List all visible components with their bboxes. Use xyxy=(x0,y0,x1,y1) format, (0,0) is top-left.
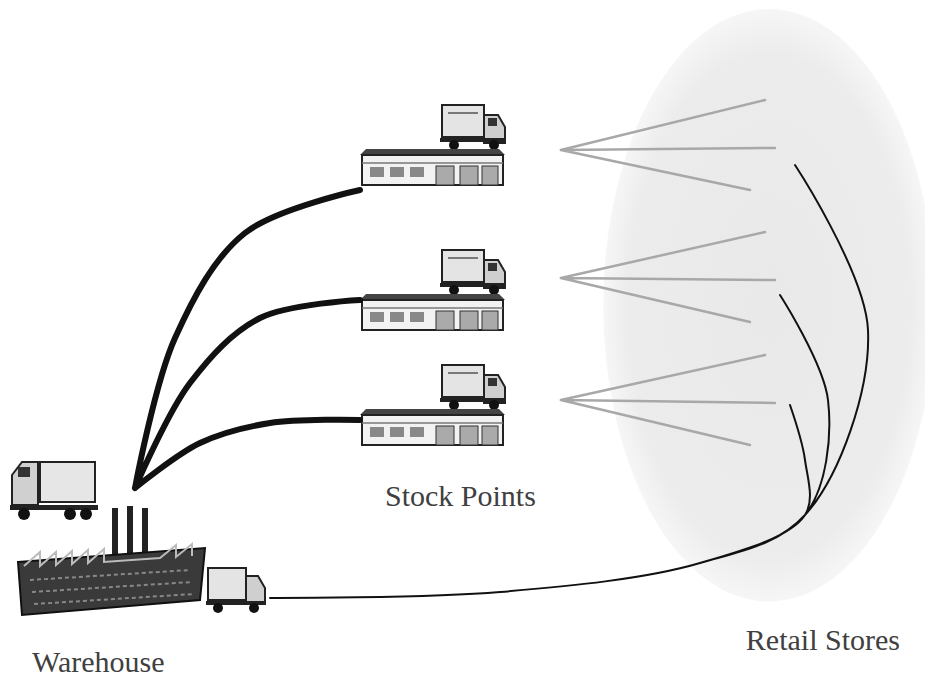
trailer xyxy=(40,462,95,502)
truck-wheel xyxy=(213,603,223,613)
node-label-area: Warehouse xyxy=(10,645,270,684)
flow-connector xyxy=(135,190,360,488)
node-label: Retail Stores xyxy=(746,623,900,658)
retail-stores-region: Retail Stores xyxy=(600,8,925,663)
stock-point-depot xyxy=(360,105,506,185)
truck-body xyxy=(208,568,246,600)
truck-wheel xyxy=(80,508,92,520)
node-label: Warehouse xyxy=(32,645,165,680)
node-label-area: Retail Stores xyxy=(600,623,925,664)
node-label-area: Stock Points xyxy=(360,479,561,516)
factory-roof xyxy=(24,544,192,566)
delivery-truck xyxy=(206,568,266,613)
factory-texture xyxy=(30,570,194,604)
semi-truck xyxy=(10,462,98,520)
truck-wheel xyxy=(249,603,259,613)
warehouse-node: Warehouse xyxy=(10,488,270,683)
truck-cab xyxy=(12,462,38,505)
truck-cab xyxy=(246,576,265,604)
stock-point-depot xyxy=(360,250,506,330)
truck-wheel xyxy=(64,508,76,520)
retail-area-shading xyxy=(603,9,925,602)
region-outline xyxy=(600,8,925,603)
truck-wheel xyxy=(18,508,30,520)
node-label: Stock Points xyxy=(385,479,536,514)
warehouse-factory xyxy=(18,506,205,615)
factory-base xyxy=(18,548,205,615)
stock-point-depot xyxy=(360,365,506,445)
stock-points-node: Stock Points xyxy=(360,100,561,515)
truck-window xyxy=(18,467,30,477)
